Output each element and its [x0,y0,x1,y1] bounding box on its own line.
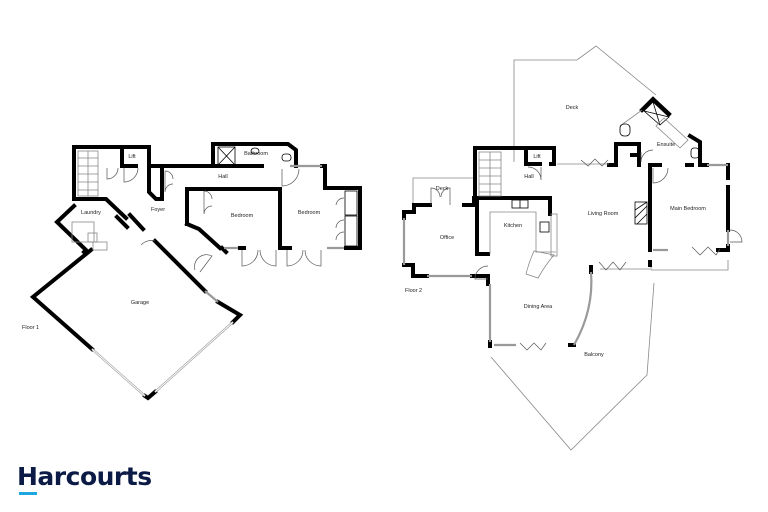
room-label-garage: Garage [130,300,150,306]
room-label-living-room: Living Room [587,211,619,217]
room-label-main-bedroom: Main Bedroom [670,206,706,212]
floor1-walls [29,142,362,401]
floor1-label: Floor 1 [22,325,40,331]
room-label-bathroom: Bathroom [244,151,268,157]
floor2-label: Floor 2 [405,288,423,294]
room-label-bedroom-b: Bedroom [297,210,321,216]
floor2-walls [402,96,730,348]
room-label-hall-f2: Hall [524,174,534,180]
room-label-hall-f1: Hall [218,174,228,180]
logo-accent-bar [19,492,37,495]
floor1-doors [106,167,345,273]
floor1-fixtures [71,146,358,251]
floor2-fixtures [478,101,721,351]
floor2-doors [430,149,743,280]
room-label-dining-area: Dining Area [523,304,553,310]
room-label-bedroom-a: Bedroom [230,213,254,219]
room-label-balcony: Balcony [584,352,604,358]
room-label-office: Office [439,235,455,241]
room-label-deck-top: Deck [565,105,579,111]
floor1-windows [91,164,344,397]
room-label-laundry: Laundry [81,210,101,216]
floor2-windows [402,163,730,347]
room-label-lift-f1: Lift [128,154,136,160]
room-label-ensuite: Ensuite [656,142,676,148]
room-label-kitchen: Kitchen [503,223,523,229]
room-label-lift-f2: Lift [533,154,541,160]
room-label-foyer: Foyer [150,207,166,213]
room-label-deck-small: Deck [435,186,449,192]
harcourts-logo: Harcourts [17,462,152,491]
